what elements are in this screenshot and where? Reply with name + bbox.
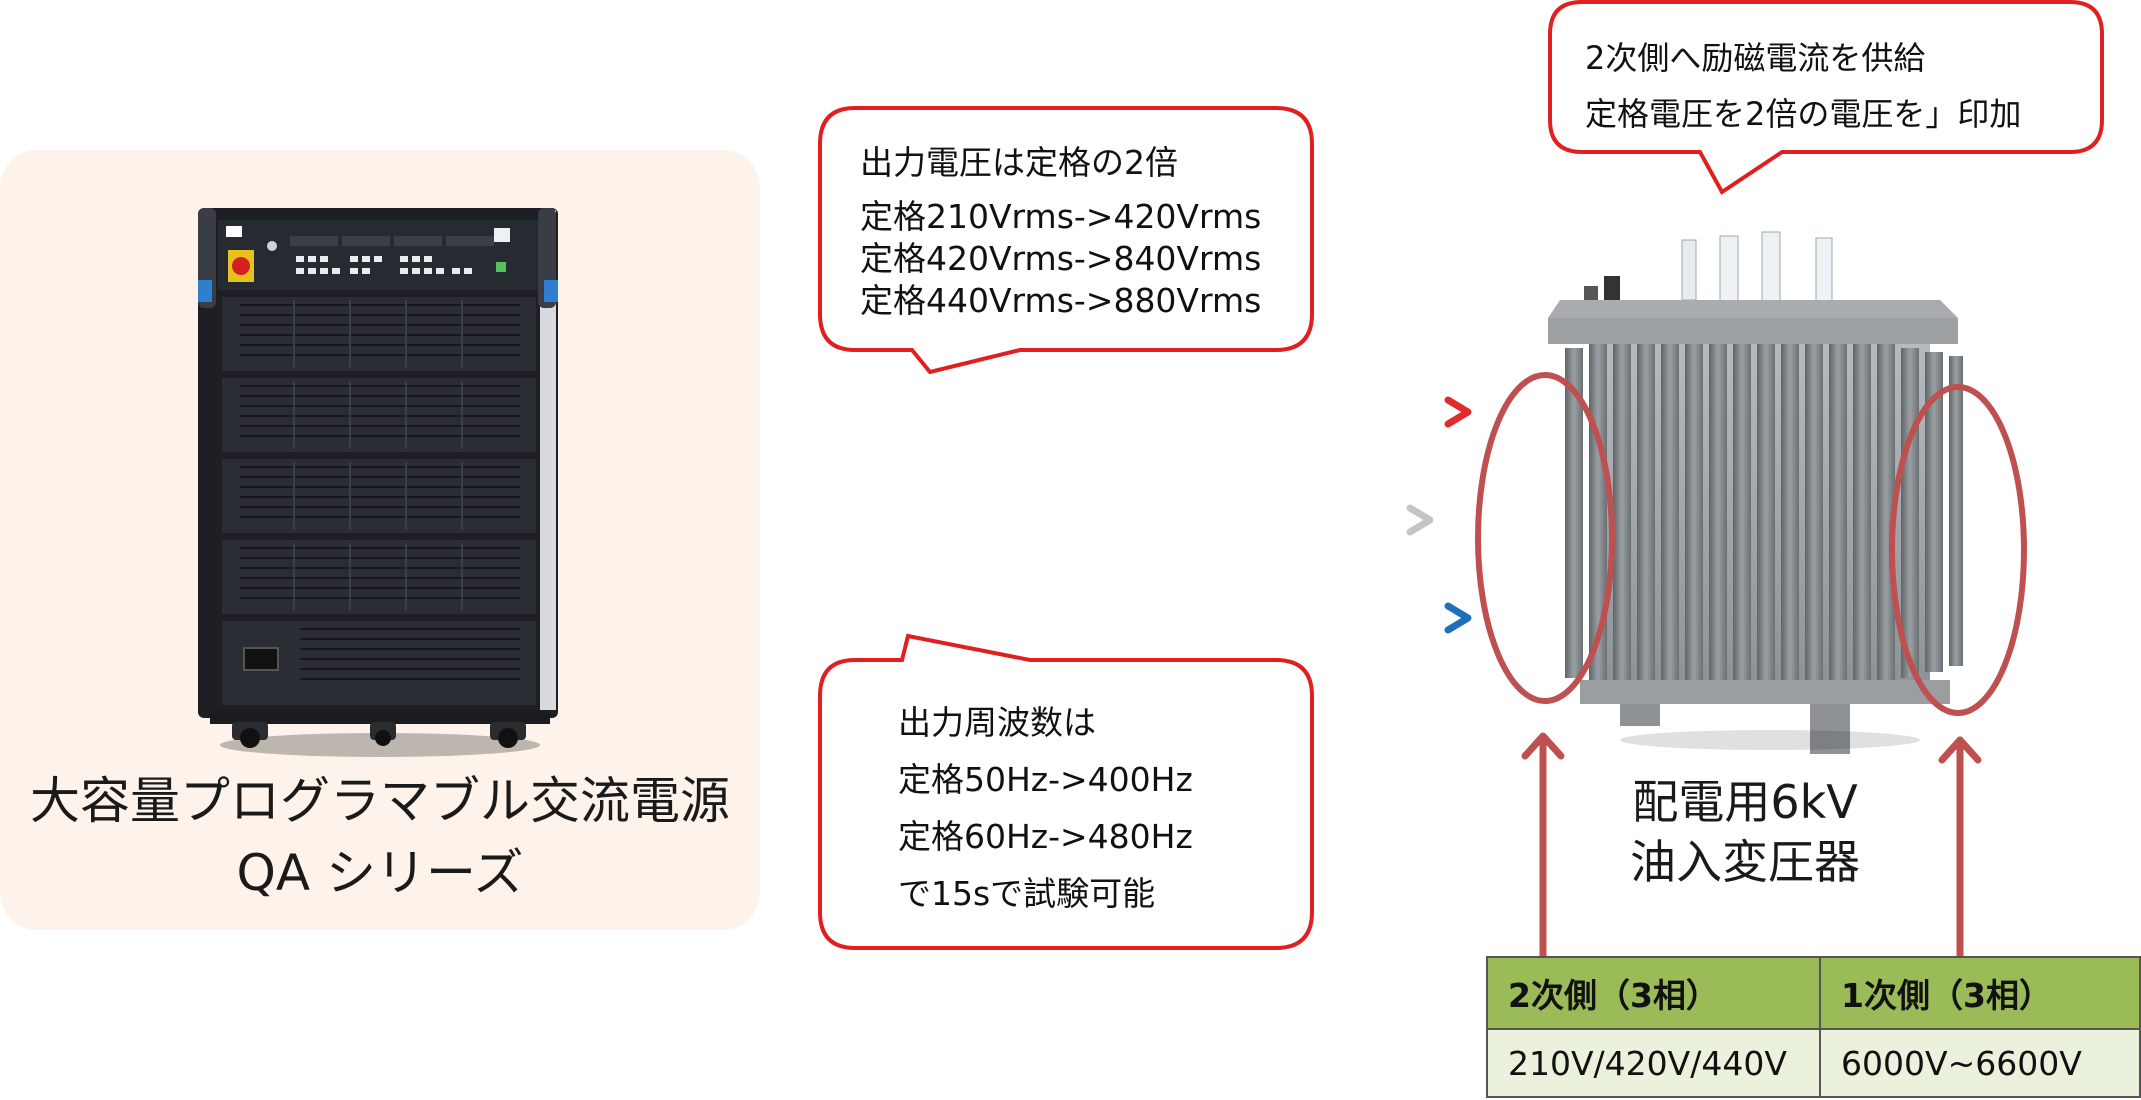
power-switch-icon	[243, 647, 279, 671]
callout-top-line-2: 定格電圧を2倍の電圧を」印加	[1585, 95, 2022, 133]
vent-modules	[222, 297, 536, 705]
voltage-line-1: 出力電圧は定格の2倍	[860, 143, 1178, 182]
quad-logo-icon	[494, 228, 510, 242]
transformer-title-line-2: 油入変圧器	[1630, 835, 1860, 889]
device-title-line-2: QA シリーズ	[236, 844, 524, 902]
callout-top-text: 2次側へ励磁電流を供給 定格電圧を2倍の電圧を」印加	[1585, 30, 2021, 142]
table-row: 210V/420V/440V 6000V~6600V	[1485, 1028, 2141, 1098]
voltage-line-3: 定格420Vrms->840Vrms	[860, 239, 1262, 278]
callout-frequency-bubble	[818, 633, 1314, 950]
table-header-row: 2次側（3相） 1次側（3相）	[1485, 956, 2141, 1030]
transformer-title-line-1: 配電用6kV	[1632, 775, 1858, 829]
frequency-line-1: 出力周波数は	[898, 703, 1096, 742]
transformer-illustration	[1548, 231, 1963, 754]
brand-logo-icon	[226, 226, 242, 237]
device-title-line-1: 大容量プログラマブル交流電源	[30, 772, 730, 830]
transformer-title: 配電用6kV 油入変圧器	[1560, 772, 1930, 892]
primary-voltage-cell: 6000V~6600V	[1819, 1028, 2141, 1098]
callout-frequency-text: 出力周波数は 定格50Hz->400Hz 定格60Hz->480Hz で15sで…	[898, 694, 1193, 922]
bushings-icon	[1584, 231, 1833, 307]
phase-arrows	[554, 396, 1472, 634]
device-title: 大容量プログラマブル交流電源 QA シリーズ	[0, 765, 760, 909]
secondary-side-highlight	[1475, 372, 1615, 704]
frequency-line-3: 定格60Hz->480Hz	[898, 817, 1193, 856]
power-supply-cabinet	[198, 208, 558, 757]
callout-top-line-1: 2次側へ励磁電流を供給	[1585, 39, 1926, 77]
callout-voltage-bubble	[818, 106, 1314, 375]
secondary-voltage-cell: 210V/420V/440V	[1485, 1028, 1822, 1098]
primary-side-highlight	[1889, 384, 2027, 716]
emergency-stop-icon	[228, 250, 254, 282]
callout-top-bubble	[1548, 0, 2104, 195]
voltage-spec-table: 2次側（3相） 1次側（3相） 210V/420V/440V 6000V~660…	[1485, 956, 2141, 1098]
primary-side-header: 1次側（3相）	[1819, 956, 2141, 1030]
callout-voltage-text: 出力電圧は定格の2倍 定格210Vrms->420Vrms 定格420Vrms-…	[860, 142, 1261, 322]
caster-wheels-icon	[232, 722, 526, 748]
frequency-line-2: 定格50Hz->400Hz	[898, 760, 1193, 799]
voltage-line-4: 定格440Vrms->880Vrms	[860, 281, 1262, 320]
secondary-side-header: 2次側（3相）	[1485, 956, 1822, 1030]
frequency-line-4: で15sで試験可能	[898, 874, 1156, 913]
voltage-line-2: 定格210Vrms->420Vrms	[860, 197, 1262, 236]
